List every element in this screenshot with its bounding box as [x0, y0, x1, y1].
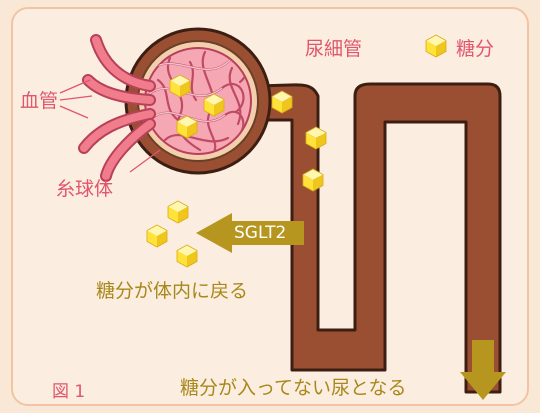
vessel-label: 血管 — [20, 86, 58, 113]
glomerulus-label: 糸球体 — [56, 174, 113, 201]
sugar-legend-label: 糖分 — [456, 34, 494, 61]
diagram-frame — [12, 8, 528, 405]
sglt2-label: SGLT2 — [234, 223, 286, 243]
tubule-label: 尿細管 — [305, 34, 362, 61]
reabsorb-label: 糖分が体内に戻る — [96, 276, 248, 303]
figure-number: 図 1 — [52, 377, 85, 402]
outflow-label: 糖分が入ってない尿となる — [180, 373, 406, 400]
